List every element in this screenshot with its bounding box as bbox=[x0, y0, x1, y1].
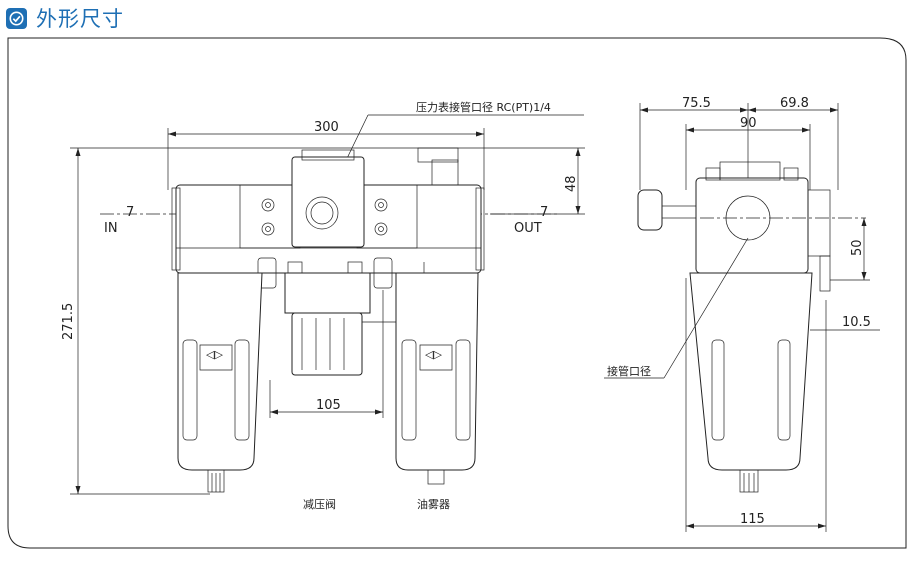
section-title: 外形尺寸 bbox=[36, 7, 124, 31]
svg-text:◁▷: ◁▷ bbox=[206, 348, 223, 361]
lubricator-label: 油雾器 bbox=[417, 497, 450, 511]
side-view: 75.5 69.8 90 50 10.5 bbox=[604, 96, 880, 532]
dim-300: 300 bbox=[314, 120, 339, 135]
dim-75-5: 75.5 bbox=[682, 96, 711, 111]
svg-text:7: 7 bbox=[540, 205, 548, 220]
front-view: 300 271.5 48 IN OUT 7 7 压力表接管口径 RC(PT)1/… bbox=[61, 100, 585, 511]
dim-90: 90 bbox=[740, 116, 757, 131]
in-label: IN bbox=[104, 221, 118, 236]
dim-10-5: 10.5 bbox=[842, 315, 871, 330]
regulator-label: 减压阀 bbox=[303, 497, 336, 511]
port-size-label: 接管口径 bbox=[607, 364, 651, 378]
gauge-port-label: 压力表接管口径 RC(PT)1/4 bbox=[416, 100, 551, 114]
out-label: OUT bbox=[514, 221, 542, 236]
dim-105: 105 bbox=[316, 398, 341, 413]
dim-115: 115 bbox=[740, 512, 765, 527]
svg-text:◁▷: ◁▷ bbox=[425, 348, 442, 361]
svg-text:7: 7 bbox=[126, 205, 134, 220]
dim-69-8: 69.8 bbox=[780, 96, 809, 111]
check-square-icon bbox=[6, 7, 27, 29]
dim-50: 50 bbox=[850, 239, 865, 256]
section-header: 外形尺寸 bbox=[6, 4, 124, 32]
dim-48: 48 bbox=[564, 175, 579, 192]
dim-271-5: 271.5 bbox=[61, 303, 76, 340]
drawing-frame bbox=[7, 37, 907, 549]
